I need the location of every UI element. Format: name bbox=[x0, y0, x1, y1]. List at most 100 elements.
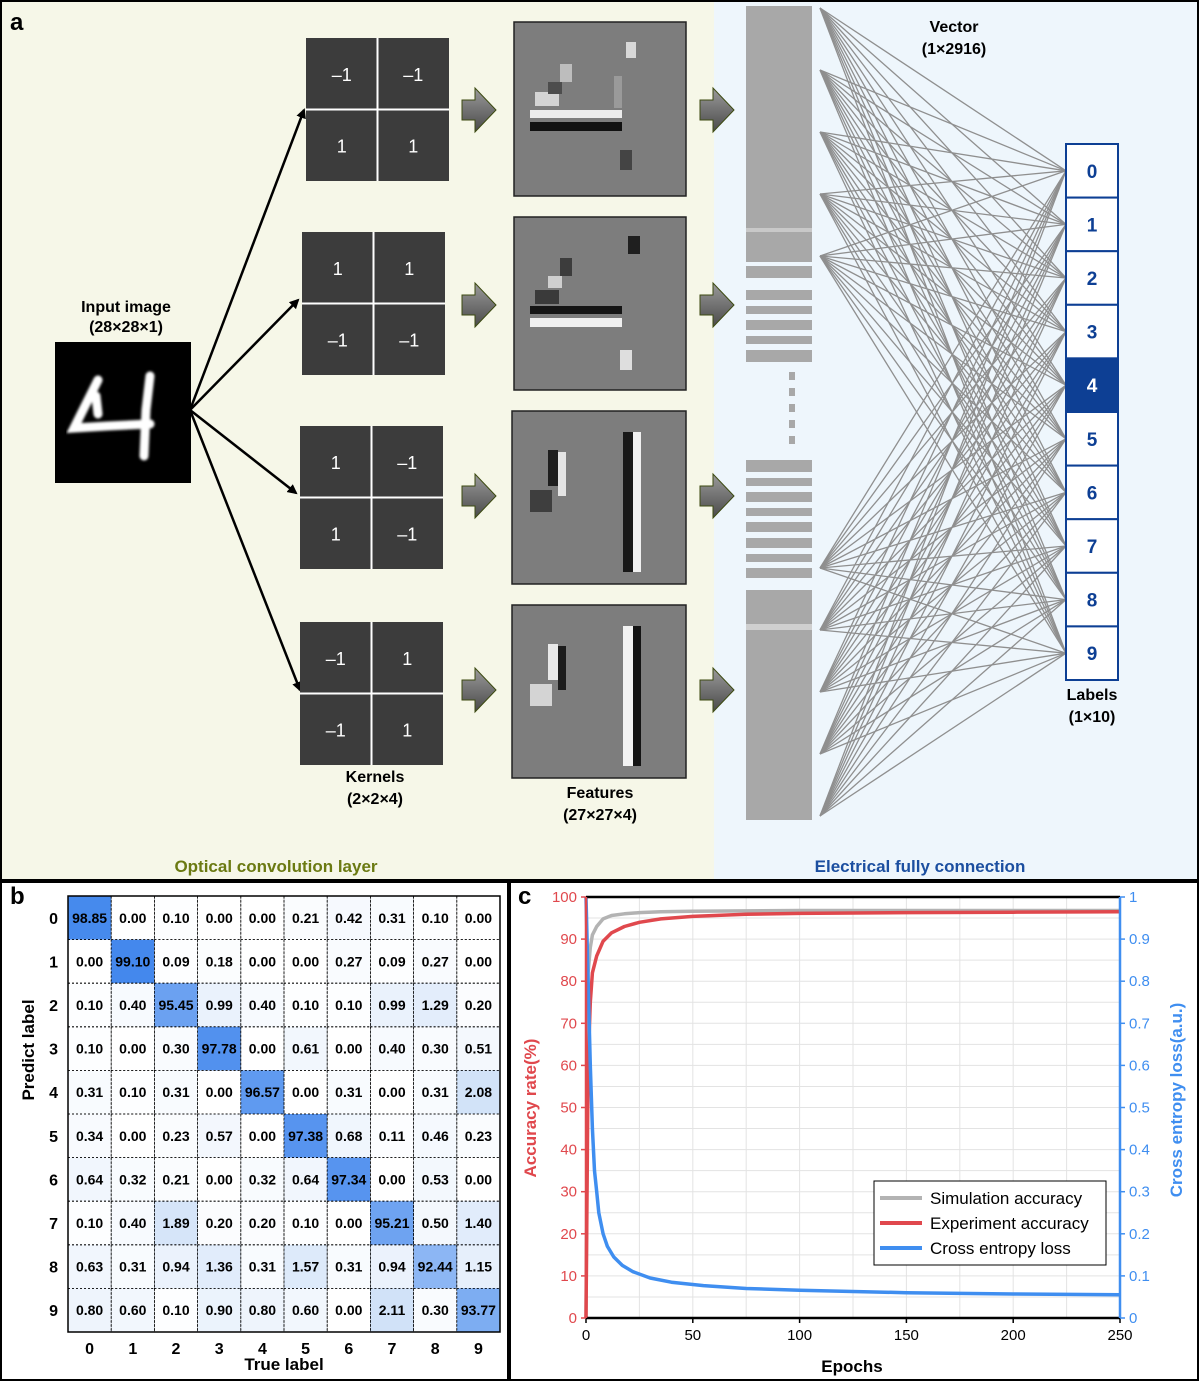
cm-y-tick-label: 2 bbox=[49, 998, 58, 1015]
fc-connection bbox=[819, 599, 1067, 817]
cm-cell bbox=[369, 895, 414, 940]
kernel-cell-value: 1 bbox=[404, 259, 414, 279]
label-box bbox=[1065, 518, 1119, 574]
fc-connection bbox=[819, 491, 1067, 755]
kernel-cell-value: 1 bbox=[402, 720, 412, 740]
label-box-2: 2 bbox=[1065, 250, 1119, 306]
fc-connection bbox=[819, 384, 1067, 631]
cm-cell-value: 96.57 bbox=[245, 1084, 280, 1100]
cm-cell-value: 95.45 bbox=[158, 997, 193, 1013]
fc-connection bbox=[819, 384, 1067, 569]
kernel-cell-value: 1 bbox=[337, 136, 347, 156]
kernels-dims: (2×2×4) bbox=[347, 791, 403, 808]
label-box-7: 7 bbox=[1065, 518, 1119, 574]
cm-cell-value: 0.00 bbox=[119, 1128, 146, 1144]
cm-cell bbox=[110, 1200, 155, 1246]
cm-cell-value: 1.57 bbox=[292, 1259, 319, 1275]
feature-map-2 bbox=[513, 216, 687, 391]
fc-connection bbox=[819, 491, 1067, 631]
label-value: 0 bbox=[1087, 162, 1098, 183]
fc-connection bbox=[819, 331, 1067, 693]
fc-connection bbox=[819, 170, 1067, 257]
legend-label: Simulation accuracy bbox=[930, 1189, 1083, 1208]
cm-cell-value: 0.40 bbox=[119, 997, 146, 1013]
fc-connection bbox=[819, 69, 1067, 547]
fc-connection bbox=[819, 193, 1067, 386]
fc-connection bbox=[819, 438, 1067, 817]
cm-cell-value: 0.00 bbox=[249, 910, 276, 926]
cm-cell-value: 0.68 bbox=[335, 1128, 362, 1144]
fc-connection bbox=[819, 277, 1067, 631]
cm-cell-value: 1.40 bbox=[465, 1215, 492, 1231]
fc-connection bbox=[819, 170, 1067, 631]
kernel-cell-value: –1 bbox=[328, 330, 348, 350]
label-value: 8 bbox=[1087, 591, 1098, 612]
y-tick-label: 80 bbox=[560, 973, 577, 990]
cm-x-tick-label: 6 bbox=[344, 1341, 353, 1358]
cm-y-tick-label: 8 bbox=[49, 1260, 58, 1277]
fc-connection bbox=[819, 384, 1067, 755]
cm-x-tick-label: 2 bbox=[172, 1341, 181, 1358]
x-tick-label: 200 bbox=[1001, 1327, 1026, 1344]
fc-connection bbox=[819, 131, 1067, 279]
cm-cell bbox=[240, 1070, 285, 1115]
cm-cell-value: 0.31 bbox=[162, 1084, 189, 1100]
cm-cell-value: 97.38 bbox=[288, 1128, 323, 1144]
cm-cell-value: 0.64 bbox=[292, 1171, 319, 1187]
y-tick-label: 50 bbox=[560, 1100, 577, 1117]
panel-c-letter: c bbox=[518, 883, 531, 910]
fc-connection bbox=[819, 277, 1067, 569]
fc-connection bbox=[819, 255, 1067, 493]
cm-cell bbox=[283, 1244, 328, 1289]
cm-cell bbox=[456, 1070, 501, 1115]
fc-connection bbox=[819, 193, 1067, 226]
cm-cell-value: 0.42 bbox=[335, 910, 362, 926]
cm-cell-value: 0.40 bbox=[249, 997, 276, 1013]
cm-cell-value: 0.40 bbox=[119, 1215, 146, 1231]
y-tick-label: 20 bbox=[560, 1226, 577, 1243]
cm-cell-value: 0.40 bbox=[378, 1041, 405, 1057]
cm-cell-value: 0.10 bbox=[119, 1084, 146, 1100]
cm-cell-value: 0.00 bbox=[206, 1084, 233, 1100]
cm-cell-value: 0.18 bbox=[206, 953, 233, 969]
label-box-9: 9 bbox=[1065, 625, 1119, 682]
cm-cell-value: 0.31 bbox=[249, 1259, 276, 1275]
cm-cell-value: 0.10 bbox=[292, 997, 319, 1013]
kernel-cell-value: –1 bbox=[403, 65, 423, 85]
fc-connection bbox=[819, 491, 1067, 693]
label-box bbox=[1065, 625, 1119, 682]
fc-connection bbox=[819, 277, 1067, 817]
cm-cell bbox=[240, 1244, 285, 1289]
y-tick-label: 60 bbox=[560, 1057, 577, 1074]
cm-cell-value: 1.36 bbox=[206, 1259, 233, 1275]
labels-dims: (1×10) bbox=[1069, 709, 1116, 726]
cm-cell-value: 0.10 bbox=[76, 1041, 103, 1057]
fc-connection bbox=[819, 224, 1067, 569]
kernel-cell-value: 1 bbox=[402, 649, 412, 669]
fc-connection bbox=[819, 170, 1067, 569]
y-tick-label: 30 bbox=[560, 1184, 577, 1201]
cm-cell bbox=[110, 1157, 155, 1202]
cm-cell bbox=[153, 982, 198, 1028]
fc-connection bbox=[819, 331, 1067, 817]
fc-connection bbox=[819, 438, 1067, 631]
feature-map-3 bbox=[511, 410, 687, 585]
cm-cell bbox=[240, 1288, 285, 1333]
fc-connection bbox=[819, 223, 1067, 257]
label-box bbox=[1065, 143, 1119, 199]
cm-cell-value: 0.31 bbox=[335, 1084, 362, 1100]
fc-connection bbox=[819, 438, 1067, 755]
input-to-kernel-arrows bbox=[188, 108, 306, 692]
fc-connection bbox=[819, 599, 1067, 755]
kernels-title: Kernels bbox=[346, 769, 405, 786]
fc-connection bbox=[819, 277, 1067, 693]
fc-connection bbox=[819, 131, 1067, 440]
kernel-to-feature-arrows bbox=[461, 86, 497, 714]
y2-tick-label: 0.3 bbox=[1129, 1184, 1150, 1201]
